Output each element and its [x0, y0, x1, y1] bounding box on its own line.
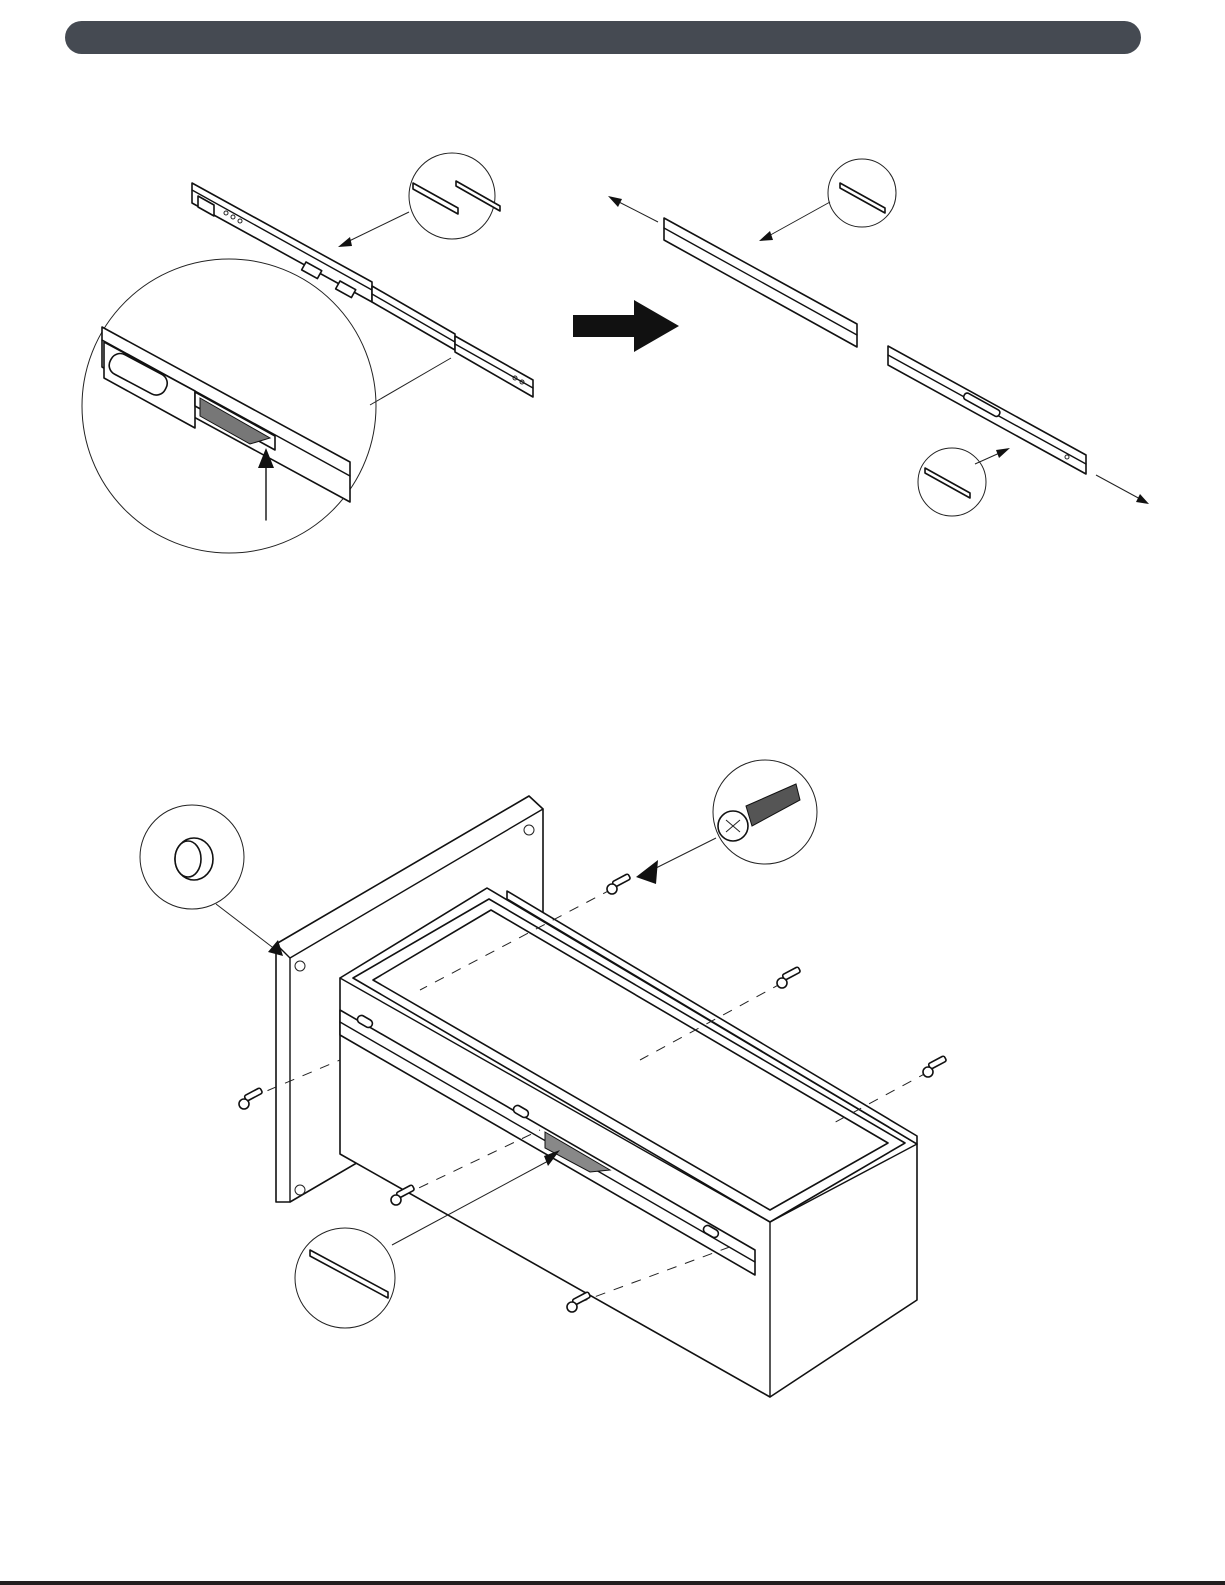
step-a-slide-assembly	[192, 183, 533, 397]
screw-detail-circle	[636, 760, 817, 884]
step-a-detail-circle-upper	[759, 159, 896, 241]
bumper-detail-circle	[140, 805, 283, 956]
step-a-detail-circle-lower	[918, 448, 1010, 516]
step-a-separated-cabinet-member	[888, 346, 1149, 504]
footer-rule	[0, 1581, 1225, 1585]
drawer-box	[340, 888, 917, 1397]
step-a-transition-arrow	[573, 300, 679, 352]
step-a-detail-circle	[338, 153, 500, 247]
